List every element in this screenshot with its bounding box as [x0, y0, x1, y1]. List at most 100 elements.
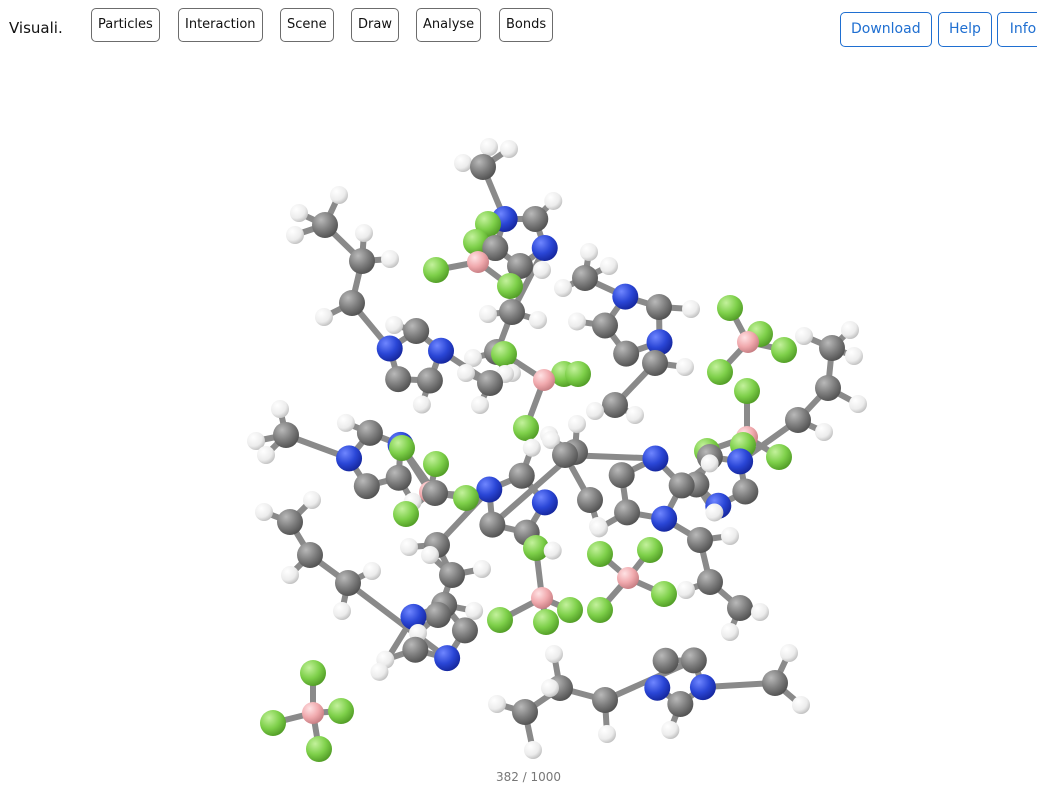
hydrogen-atom[interactable]	[533, 261, 552, 279]
carbon-atom[interactable]	[608, 462, 635, 489]
menu-particles-button[interactable]: Particles	[91, 8, 160, 42]
carbon-atom[interactable]	[592, 312, 619, 339]
hydrogen-atom[interactable]	[541, 679, 559, 697]
carbon-atom[interactable]	[353, 473, 380, 500]
fluorine-atom[interactable]	[717, 295, 743, 321]
menu-analyse-button[interactable]: Analyse	[416, 8, 482, 42]
carbon-atom[interactable]	[507, 253, 534, 279]
menu-draw-button[interactable]: Draw	[351, 8, 399, 42]
hydrogen-atom[interactable]	[795, 327, 813, 345]
hydrogen-atom[interactable]	[281, 566, 299, 584]
carbon-atom[interactable]	[762, 670, 788, 696]
carbon-atom[interactable]	[439, 562, 465, 588]
fluorine-atom[interactable]	[513, 415, 539, 441]
hydrogen-atom[interactable]	[792, 696, 810, 714]
nitrogen-atom[interactable]	[376, 335, 403, 362]
boron-atom[interactable]	[467, 251, 489, 273]
fluorine-atom[interactable]	[587, 597, 613, 623]
nitrogen-atom[interactable]	[644, 674, 671, 701]
carbon-atom[interactable]	[680, 647, 707, 674]
carbon-atom[interactable]	[687, 527, 713, 553]
carbon-atom[interactable]	[402, 636, 429, 663]
fluorine-atom[interactable]	[587, 541, 613, 567]
carbon-atom[interactable]	[512, 699, 538, 725]
carbon-atom[interactable]	[522, 205, 549, 232]
carbon-atom[interactable]	[297, 542, 323, 568]
fluorine-atom[interactable]	[565, 361, 591, 387]
carbon-atom[interactable]	[508, 462, 535, 489]
carbon-atom[interactable]	[697, 569, 723, 595]
hydrogen-atom[interactable]	[815, 423, 833, 441]
hydrogen-atom[interactable]	[333, 602, 351, 620]
help-button[interactable]: Help	[938, 12, 992, 47]
carbon-atom[interactable]	[785, 407, 811, 433]
hydrogen-atom[interactable]	[255, 503, 273, 521]
carbon-atom[interactable]	[815, 375, 841, 401]
carbon-atom[interactable]	[602, 392, 628, 418]
menu-bonds-button[interactable]: Bonds	[499, 8, 554, 42]
fluorine-atom[interactable]	[533, 609, 559, 635]
hydrogen-atom[interactable]	[454, 154, 472, 172]
hydrogen-atom[interactable]	[363, 562, 381, 580]
carbon-atom[interactable]	[470, 154, 496, 180]
hydrogen-atom[interactable]	[400, 538, 418, 556]
carbon-atom[interactable]	[335, 570, 361, 596]
hydrogen-atom[interactable]	[336, 413, 355, 432]
hydrogen-atom[interactable]	[247, 432, 265, 450]
molecule-viewer-canvas[interactable]	[0, 56, 1037, 764]
carbon-atom[interactable]	[273, 422, 299, 448]
hydrogen-atom[interactable]	[412, 395, 431, 414]
hydrogen-atom[interactable]	[330, 186, 348, 204]
hydrogen-atom[interactable]	[568, 415, 586, 433]
hydrogen-atom[interactable]	[626, 406, 644, 424]
fluorine-atom[interactable]	[651, 581, 677, 607]
hydrogen-atom[interactable]	[580, 243, 598, 261]
carbon-atom[interactable]	[642, 350, 668, 376]
fluorine-atom[interactable]	[423, 257, 449, 283]
hydrogen-atom[interactable]	[500, 140, 518, 158]
carbon-atom[interactable]	[356, 419, 383, 446]
menu-interaction-button[interactable]: Interaction	[178, 8, 263, 42]
nitrogen-atom[interactable]	[434, 645, 461, 672]
carbon-atom[interactable]	[451, 617, 478, 644]
carbon-atom[interactable]	[339, 290, 365, 316]
hydrogen-atom[interactable]	[542, 431, 560, 449]
carbon-atom[interactable]	[732, 478, 759, 505]
nitrogen-atom[interactable]	[531, 489, 558, 516]
carbon-atom[interactable]	[592, 687, 618, 713]
carbon-atom[interactable]	[312, 212, 338, 238]
fluorine-atom[interactable]	[523, 535, 549, 561]
carbon-atom[interactable]	[668, 472, 695, 499]
carbon-atom[interactable]	[727, 595, 753, 621]
hydrogen-atom[interactable]	[780, 644, 798, 662]
nitrogen-atom[interactable]	[651, 505, 678, 532]
nitrogen-atom[interactable]	[476, 476, 503, 503]
nitrogen-atom[interactable]	[689, 674, 716, 701]
hydrogen-atom[interactable]	[554, 279, 572, 297]
carbon-atom[interactable]	[403, 318, 430, 345]
hydrogen-atom[interactable]	[286, 226, 304, 244]
hydrogen-atom[interactable]	[568, 312, 587, 331]
carbon-atom[interactable]	[499, 299, 525, 325]
hydrogen-atom[interactable]	[721, 527, 739, 545]
fluorine-atom[interactable]	[766, 444, 792, 470]
carbon-atom[interactable]	[422, 480, 448, 506]
carbon-atom[interactable]	[385, 366, 412, 393]
fluorine-atom[interactable]	[423, 451, 449, 477]
hydrogen-atom[interactable]	[385, 316, 404, 335]
carbon-atom[interactable]	[652, 647, 679, 674]
carbon-atom[interactable]	[385, 464, 412, 491]
fluorine-atom[interactable]	[328, 698, 354, 724]
info-button[interactable]: Info	[997, 12, 1037, 47]
boron-atom[interactable]	[531, 587, 553, 609]
fluorine-atom[interactable]	[260, 710, 286, 736]
nitrogen-atom[interactable]	[336, 445, 363, 472]
fluorine-atom[interactable]	[300, 660, 326, 686]
carbon-atom[interactable]	[479, 511, 506, 538]
hydrogen-atom[interactable]	[661, 720, 680, 739]
download-button[interactable]: Download	[840, 12, 932, 47]
fluorine-atom[interactable]	[637, 537, 663, 563]
menu-scene-button[interactable]: Scene	[280, 8, 334, 42]
carbon-atom[interactable]	[552, 442, 578, 468]
carbon-atom[interactable]	[646, 294, 673, 321]
